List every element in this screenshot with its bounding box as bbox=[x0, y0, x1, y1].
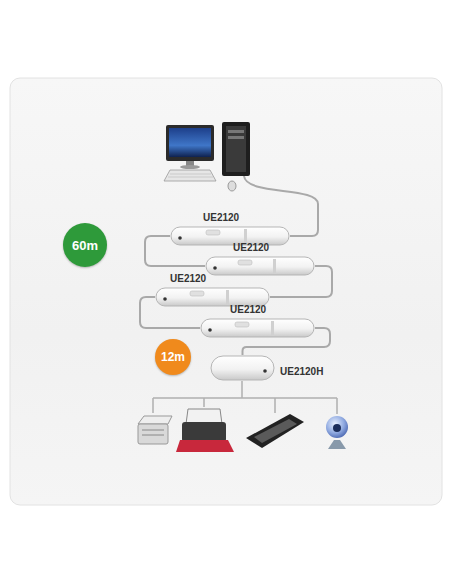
card-reader bbox=[138, 416, 172, 444]
extender-node: UE2120 bbox=[155, 272, 270, 307]
extender-node: UE2120 bbox=[200, 303, 315, 338]
device-label: UE2120 bbox=[203, 211, 239, 224]
panel bbox=[10, 78, 442, 505]
distance-circle: 12m bbox=[155, 339, 191, 375]
device-label: UE2120 bbox=[230, 303, 266, 316]
hub-wires bbox=[153, 381, 337, 414]
extender-body bbox=[205, 256, 315, 276]
extender-node: UE2120 bbox=[170, 211, 290, 246]
extender-body bbox=[200, 318, 315, 338]
scanner bbox=[246, 414, 304, 448]
extender-shape bbox=[205, 256, 315, 276]
distance-circle: 60m bbox=[63, 223, 107, 267]
device-label: UE2120 bbox=[170, 272, 206, 285]
hub-label: UE2120H bbox=[280, 366, 323, 377]
hub-node: UE2120H bbox=[210, 355, 323, 381]
printer bbox=[176, 409, 234, 452]
device-label: UE2120 bbox=[233, 241, 269, 254]
webcam bbox=[326, 416, 348, 449]
extender-shape bbox=[200, 318, 315, 338]
distance-label: 60m bbox=[72, 238, 98, 253]
extender-shape bbox=[170, 226, 290, 246]
distance-label: 12m bbox=[161, 350, 185, 364]
extender-body bbox=[170, 226, 290, 246]
hub-shape bbox=[210, 355, 275, 381]
extender-node: UE2120 bbox=[205, 241, 315, 276]
hub-body bbox=[210, 355, 275, 381]
computer bbox=[164, 122, 250, 191]
